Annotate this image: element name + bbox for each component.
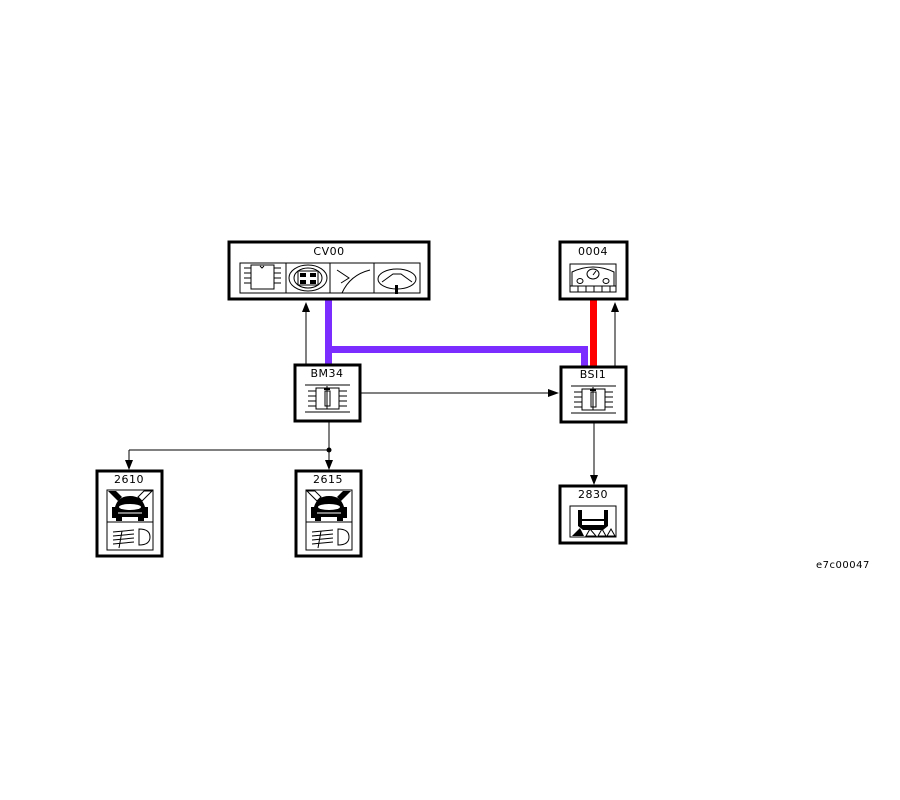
wire-bm34-branch [125,422,333,470]
bus-red [590,300,597,366]
headlamp-icon [112,528,151,549]
node-label: BM34 [310,367,343,380]
car-front-icon [305,490,351,521]
wire-bsi1-2830 [590,422,598,485]
diagram-reference: e7c00047 [816,560,870,571]
arrow-down-icon [590,475,598,485]
ecu-chip-icon [244,264,281,290]
wiper-icon [336,269,371,294]
node-cv00[interactable]: CV00 [227,240,431,301]
node-label: 2615 [313,473,343,486]
node-bm34[interactable]: BM34 [293,363,362,423]
fuse-box-icon [305,384,350,413]
arrow-up-icon [611,302,619,312]
arrow-down-icon [125,460,133,470]
node-label: 2610 [114,473,144,486]
steering-wheel-icon [377,268,417,294]
headlamp-icon [311,528,350,549]
node-label: CV00 [313,245,344,258]
arrow-right-icon [548,389,559,397]
instrument-cluster-icon [569,263,617,293]
node-2615[interactable]: 2615 [294,469,363,558]
bus-purple-horizontal [325,346,588,353]
wire-bm34-cv00 [302,302,310,364]
node-2610[interactable]: 2610 [95,469,164,558]
wire-bm34-bsi1 [361,389,559,397]
fuse-box-icon [571,385,616,414]
node-2830[interactable]: 2830 [558,484,628,545]
node-label: BSI1 [580,368,607,381]
node-label: 0004 [578,245,608,258]
connector-plug-icon [288,264,328,292]
bus-purple-vertical-bm34 [325,300,332,364]
node-label: 2830 [578,488,608,501]
bus-purple [325,300,588,366]
arrow-down-icon [325,460,333,470]
rear-lights-icon [569,505,617,538]
arrow-up-icon [302,302,310,312]
node-bsi1[interactable]: BSI1 [559,365,628,424]
wire-bsi1-0004 [611,302,619,366]
car-front-icon [108,490,154,521]
bus-purple-vertical-bsi1 [581,346,588,366]
node-0004[interactable]: 0004 [558,240,629,301]
